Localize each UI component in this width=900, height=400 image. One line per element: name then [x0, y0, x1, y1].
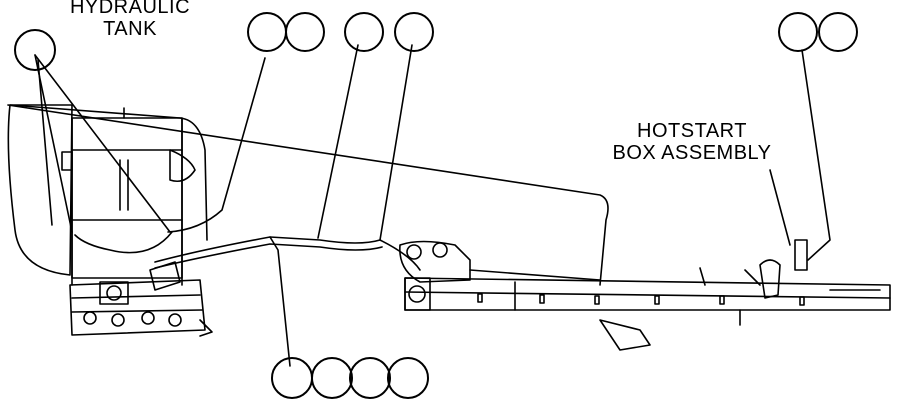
hotstart-box-label-line2: BOX ASSEMBLY: [612, 142, 772, 164]
callout-upper-pair-b: [285, 12, 325, 52]
valve-block: [69, 261, 213, 337]
hotstart-box-label: HOTSTART BOX ASSEMBLY: [592, 120, 792, 164]
hydraulic-tank-label-line1: HYDRAULIC: [69, 0, 191, 18]
callout-bottom-b: [311, 357, 353, 399]
callout-right-pair-b: [818, 12, 858, 52]
main-frame: [399, 239, 891, 351]
callout-bottom-c: [349, 357, 391, 399]
callout-right-pair-a: [778, 12, 818, 52]
callout-tank-left: [14, 29, 56, 71]
callout-center-a: [344, 12, 384, 52]
hydraulic-tank-label-line2: TANK: [103, 18, 157, 40]
callout-bottom-d: [387, 357, 429, 399]
leader-lines: [34, 49, 831, 261]
hydraulic-tank-label: HYDRAULIC TANK: [50, 0, 210, 40]
hotstart-box-label-line1: HOTSTART: [637, 120, 747, 142]
callout-circles: [14, 12, 858, 399]
callout-upper-pair-a: [247, 12, 287, 52]
machine-body-outline: [7, 104, 609, 286]
wiring-harness: [74, 44, 421, 367]
callout-bottom-a: [271, 357, 313, 399]
callout-center-b: [394, 12, 434, 52]
hydraulic-tank: [61, 107, 196, 286]
